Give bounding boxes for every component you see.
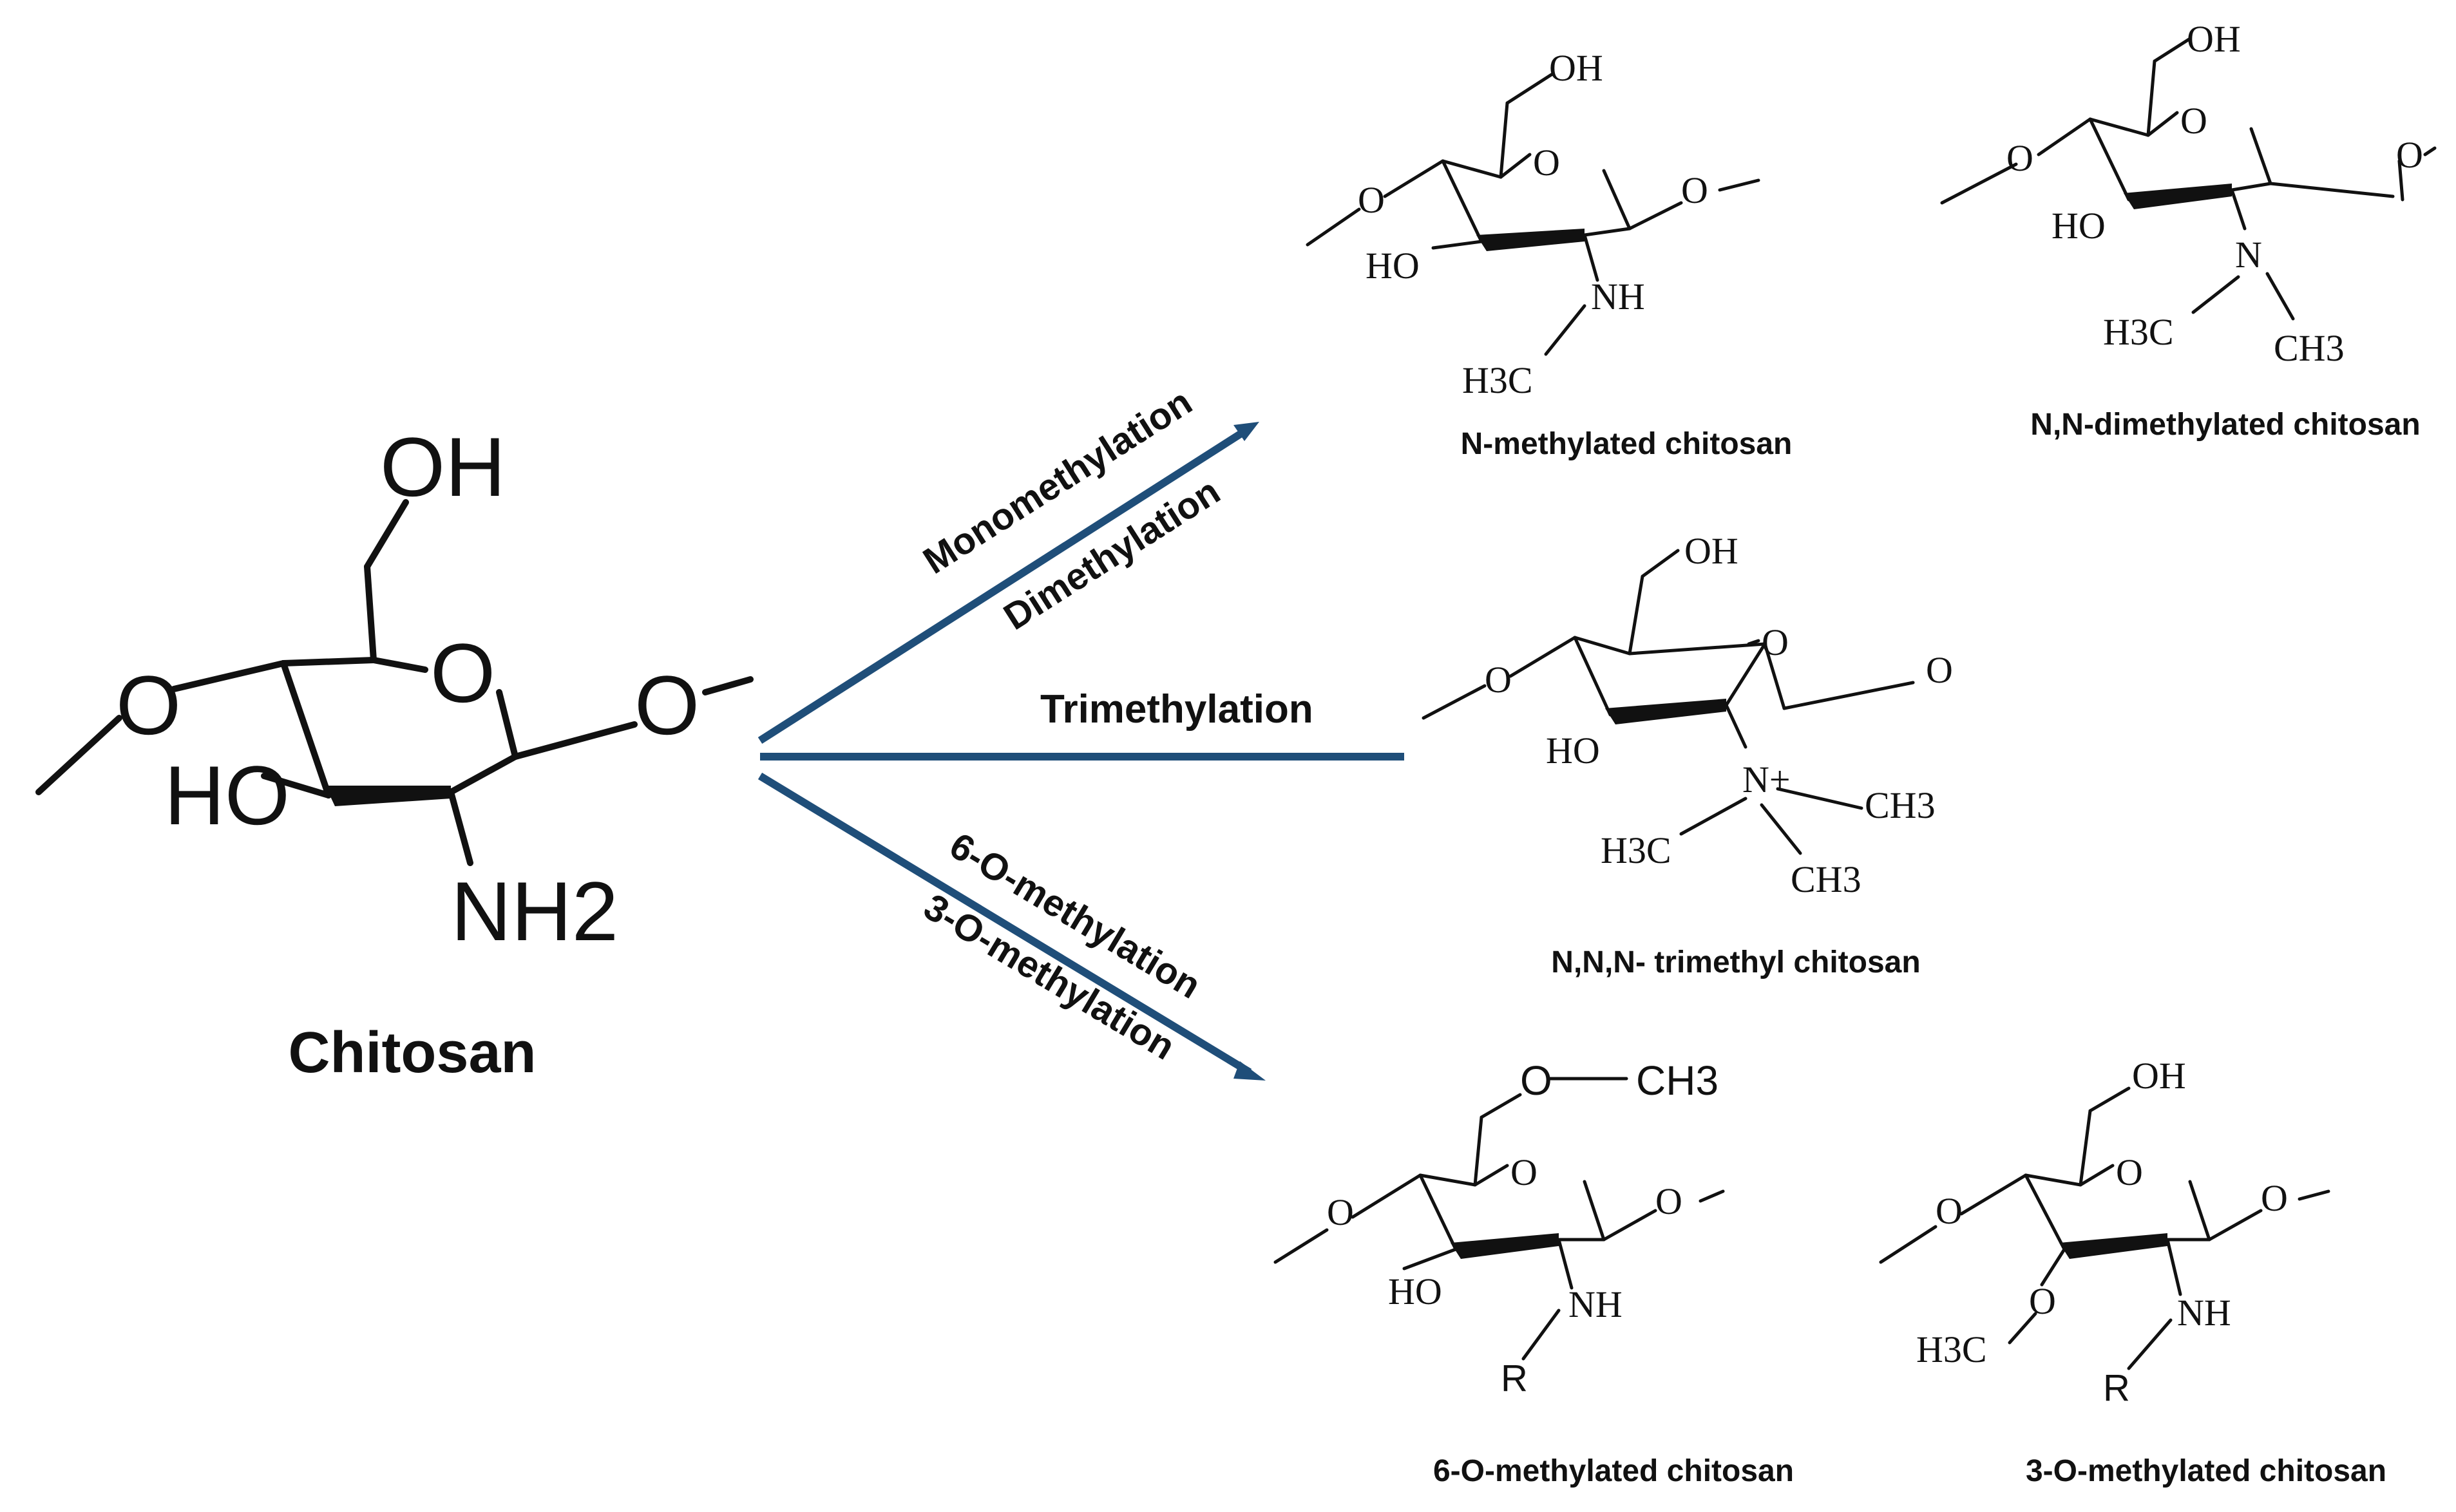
product-6-o-methylated-name: 6-O-methylated chitosan bbox=[1433, 1454, 1794, 1488]
p5-r-label: R bbox=[2103, 1367, 2130, 1409]
p1-ring-o-label: O bbox=[1533, 142, 1560, 184]
p4-top-o-label: O bbox=[1520, 1057, 1552, 1104]
p3-sub1-label: CH3 bbox=[1865, 784, 1936, 826]
p1-ho-label: HO bbox=[1366, 245, 1420, 287]
chitosan-nh2-label: NH2 bbox=[451, 864, 618, 958]
p4-ho-label: HO bbox=[1388, 1271, 1442, 1312]
p4-n-label: NH bbox=[1568, 1283, 1623, 1325]
product-nn-dimethylated-structure: OH O O O HO N H3C CH3 bbox=[1940, 18, 2437, 369]
p2-sub1-label: H3C bbox=[2103, 311, 2174, 353]
p4-r-label: R bbox=[1501, 1357, 1528, 1399]
p2-sub2-label: CH3 bbox=[2274, 327, 2345, 369]
product-nnn-trimethyl-name: N,N,N- trimethyl chitosan bbox=[1551, 945, 1920, 979]
product-3-o-methylated-structure: OH O O O O H3C NH R bbox=[1879, 1055, 2330, 1409]
p2-right-o-label: O bbox=[2396, 134, 2423, 176]
p3-ho-label: HO bbox=[1546, 730, 1600, 771]
product-n-methylated-name: N-methylated chitosan bbox=[1461, 427, 1793, 461]
p2-ho-label: HO bbox=[2051, 205, 2106, 247]
product-6-o-methylated-structure: O CH3 O O O HO NH R bbox=[1273, 1057, 1725, 1399]
chitosan-right-o-label: O bbox=[634, 658, 700, 752]
p1-left-o-label: O bbox=[1358, 179, 1385, 221]
p3-n-label: N+ bbox=[1742, 759, 1791, 800]
p4-left-o-label: O bbox=[1327, 1191, 1354, 1233]
p5-h3c-label: H3C bbox=[1916, 1328, 1987, 1370]
p2-oh-label: OH bbox=[2187, 18, 2241, 60]
product-3-o-methylated-name: 3-O-methylated chitosan bbox=[2026, 1454, 2386, 1488]
p2-n-label: N bbox=[2235, 234, 2262, 276]
p5-n-label: NH bbox=[2177, 1292, 2231, 1334]
chitosan-ring-o-label: O bbox=[430, 626, 495, 720]
chitosan-left-o-label: O bbox=[116, 658, 181, 752]
p2-ring-o-label: O bbox=[2180, 100, 2207, 142]
chitosan-oh-label: OH bbox=[380, 420, 506, 514]
p1-n-label: NH bbox=[1591, 276, 1645, 317]
p5-ring-o-label: O bbox=[2116, 1151, 2143, 1193]
pathway-upper-arrow bbox=[757, 422, 1259, 744]
chitosan-name: Chitosan bbox=[288, 1021, 536, 1085]
p4-ch3-label: CH3 bbox=[1636, 1057, 1718, 1104]
p4-ring-o-label: O bbox=[1510, 1151, 1537, 1193]
p4-right-o-label: O bbox=[1655, 1180, 1682, 1222]
p3-left-o-label: O bbox=[1485, 659, 1512, 701]
p3-sub2-label: H3C bbox=[1601, 829, 1671, 871]
chitosan-ho-label: HO bbox=[164, 748, 290, 842]
p3-right-o-label: O bbox=[1926, 649, 1953, 691]
label-trimethylation: Trimethylation bbox=[1040, 687, 1313, 732]
p5-left-o-label: O bbox=[1936, 1190, 1963, 1232]
p2-left-o-label: O bbox=[2006, 137, 2033, 179]
p3-sub3-label: CH3 bbox=[1791, 858, 1861, 900]
product-n-methylated-structure: OH O O O HO NH H3C bbox=[1306, 47, 1760, 401]
p5-o3-label: O bbox=[2029, 1280, 2056, 1322]
p1-right-o-label: O bbox=[1681, 169, 1708, 211]
product-nnn-trimethyl-structure: OH O O O HO N+ CH3 H3C CH3 bbox=[1422, 530, 1953, 900]
p5-oh-label: OH bbox=[2132, 1055, 2186, 1097]
p5-right-o-label: O bbox=[2261, 1177, 2288, 1219]
p3-oh-label: OH bbox=[1684, 530, 1738, 572]
p1-oh-label: OH bbox=[1549, 47, 1603, 89]
p1-sub-label: H3C bbox=[1462, 359, 1533, 401]
product-nn-dimethylated-name: N,N-dimethylated chitosan bbox=[2030, 408, 2420, 442]
pathway-lower-arrow bbox=[757, 772, 1266, 1081]
chitosan-structure: OH O O O HO NH2 bbox=[35, 420, 754, 958]
p3-ring-o-label: O bbox=[1762, 621, 1789, 663]
